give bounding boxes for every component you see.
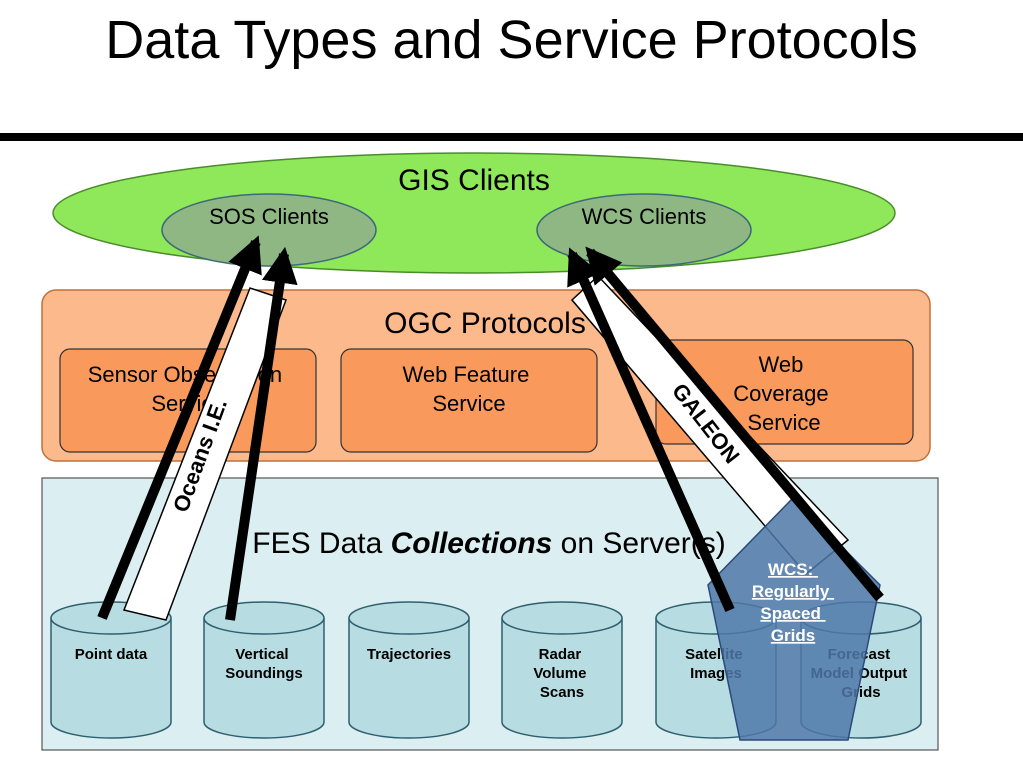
web-feature-service-label: Web Feature Service (403, 362, 536, 416)
gis-clients-label: GIS Clients (398, 164, 550, 197)
wcs-regularly-spaced-grids-label: WCS: Regularly Spaced Grids (752, 560, 834, 645)
gis-clients-group: GIS Clients SOS Clients WCS Clients (52, 152, 896, 274)
vertical-soundings-cylinder: Vertical Soundings (203, 601, 325, 739)
point-data-label: Point data (75, 646, 148, 663)
point-data-to-sos-arrow (97, 235, 262, 620)
wcs-regularly-spaced-grids-shape: WCS: Regularly Spaced Grids (707, 496, 881, 741)
page-title: Data Types and Service Protocols (105, 10, 918, 70)
radar-volume-scans-label: Radar Volume Scans (533, 646, 590, 701)
vertical-soundings-to-sos-arrow (225, 246, 298, 621)
web-feature-service-box (340, 348, 598, 453)
trajectories-label: Trajectories (367, 646, 451, 663)
point-data-cylinder: Point data (50, 601, 172, 739)
oceans-ie-band: Oceans I.E. (122, 287, 287, 621)
fes-data-collections-label: FES Data Collections on Server(s) (252, 527, 725, 560)
vertical-soundings-label: Vertical Soundings (225, 646, 303, 682)
web-coverage-service-label: Web Coverage Service (733, 352, 835, 435)
ogc-protocols-label: OGC Protocols (384, 307, 586, 340)
title-underline (0, 133, 1023, 141)
sos-clients-label: SOS Clients (209, 204, 329, 229)
radar-volume-scans-cylinder: Radar Volume Scans (501, 601, 623, 739)
satellite-images-to-wcs-arrow (567, 247, 735, 613)
forecast-grids-to-wcs-arrow (585, 246, 884, 602)
trajectories-cylinder: Trajectories (348, 601, 470, 739)
wcs-clients-label: WCS Clients (582, 204, 707, 229)
